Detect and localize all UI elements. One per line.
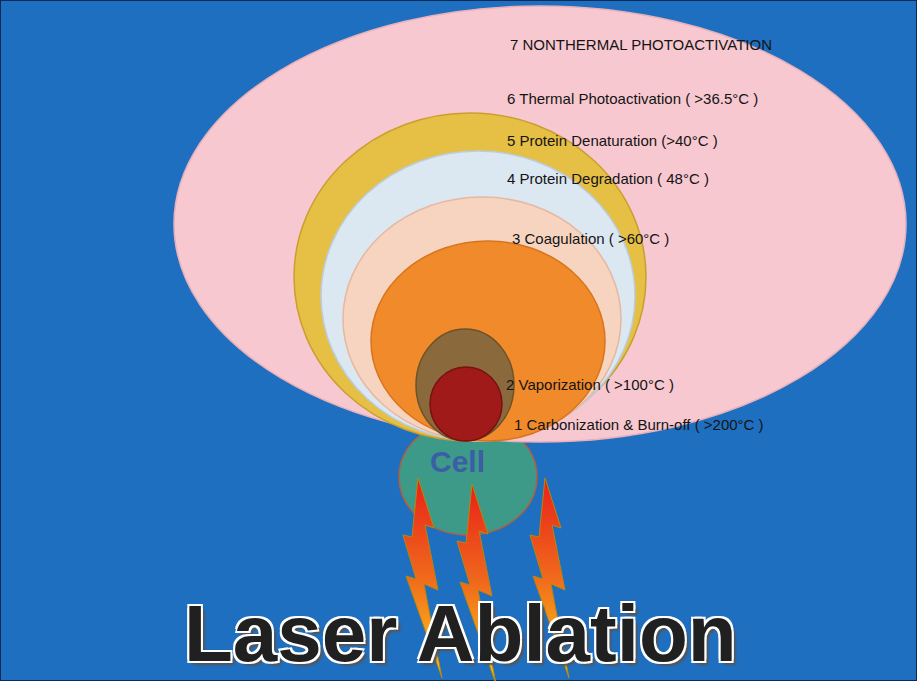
cell-label: Cell <box>430 446 485 478</box>
zone-ellipse: 6 Thermal Photoactivation ( >36.5°C )5 P… <box>293 112 647 442</box>
zone-ellipse: 3 Coagulation ( >60°C )2 Vaporization ( … <box>370 240 606 442</box>
zone-ellipse: 4 Protein Degradation ( 48°C )3 Coagulat… <box>342 196 622 442</box>
zone-label: 6 Thermal Photoactivation ( >36.5°C ) <box>507 90 758 108</box>
title-text: Laser Ablation <box>184 592 737 676</box>
zone-label: 3 Coagulation ( >60°C ) <box>512 230 669 248</box>
zone-ellipse-outline <box>429 366 503 442</box>
zone-label: 2 Vaporization ( >100°C ) <box>506 376 674 394</box>
zone-ellipse: 2 Vaporization ( >100°C )1 Carbonization… <box>415 328 515 442</box>
zone-label: 7 NONTHERMAL PHOTOACTIVATION <box>510 36 772 54</box>
zone-ellipse: 5 Protein Denaturation (>40°C )4 Protein… <box>320 150 636 442</box>
zone-label: 5 Protein Denaturation (>40°C ) <box>507 132 718 150</box>
zone-ellipse: 7 NONTHERMAL PHOTOACTIVATION 6 Thermal Ph… <box>173 5 907 443</box>
zone-label: 1 Carbonization & Burn-off ( >200°C ) <box>514 416 764 434</box>
zone-ellipse: 1 Carbonization & Burn-off ( >200°C ) <box>429 366 503 442</box>
zone-label: 4 Protein Degradation ( 48°C ) <box>507 170 709 188</box>
